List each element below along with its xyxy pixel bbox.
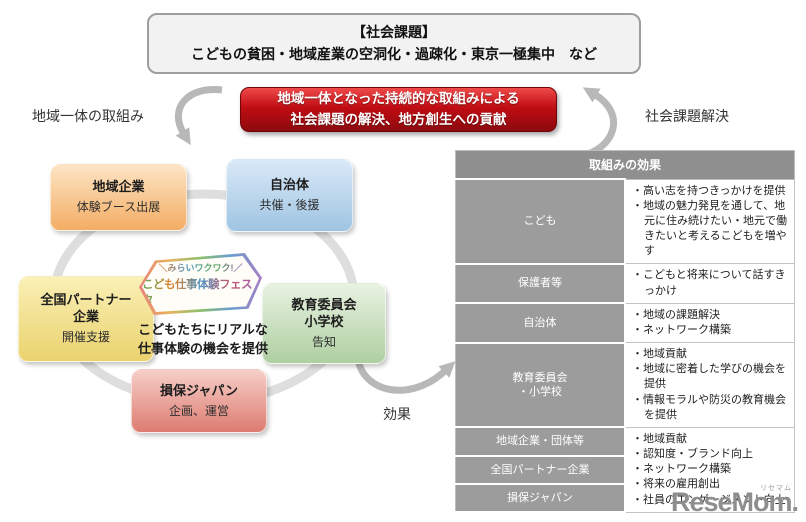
effect-item: 地域の魅力発見を通して、地元に住み続けたい・地元で働きたいと考えるこどもを増やす [632,199,788,260]
regional-initiative-label: 地域一体の取組み [32,108,144,124]
table-row: 教育委員会 ・小学校 地域貢献 地域に密着した学びの機会を提供 情報モラルや防災… [455,341,795,429]
node-role: 告知 [311,334,336,349]
table-row: 全国パートナー企業 [455,454,795,486]
effect-item: 地域貢献 [632,432,788,447]
social-issues-box: 【社会課題】 こどもの貧困・地域産業の空洞化・過疎化・東京一極集中 など [147,13,641,74]
effect-item: 将来の雇用創出 [632,477,788,492]
table-row: 地域企業・団体等 地域貢献 認知度・ブランド向上 ネットワーク構築 将来の雇用創… [455,426,795,513]
node-title: 全国パートナー 企業 [40,292,132,325]
row-label-children: こども [455,178,626,265]
festa-logo-inner: ＼みらいワクワク!／ こども仕事体験フェスタ [142,256,259,312]
node-municipality: 自治体 共催・後援 [226,159,353,232]
effect-item: 地域の課題解決 [632,308,788,323]
effect-item: 社員のエンゲージメント向上 [632,493,788,508]
node-board-of-education: 教育委員会 小学校 告知 [262,283,386,364]
table-row: こども 高い志を持つきっかけを提供 地域の魅力発見を通して、地元に住み続けたい・… [455,178,795,265]
festa-logo-tagline: ＼みらいワクワク!／ [158,262,243,273]
social-issues-body: こどもの貧困・地域産業の空洞化・過疎化・東京一極集中 など [191,45,597,62]
node-title: 地域企業 [92,179,145,195]
row-label-regional-companies: 地域企業・団体等 [455,426,626,457]
curved-arrow-down-left-icon [175,86,223,146]
effect-item: ネットワーク構築 [632,462,788,477]
goal-banner: 地域一体となった持続的な取組みによる 社会課題の解決、地方創生への貢献 [240,87,557,132]
effects-table-header: 取組みの効果 [455,150,795,180]
social-issues-title: 【社会課題】 [352,23,436,40]
node-title: 損保ジャパン [159,382,238,398]
row-label-sompo-japan: 損保ジャパン [455,482,626,514]
effect-item: ネットワーク構築 [632,323,788,338]
table-row: 保護者等 こどもと将来について話すきっかけ [455,262,795,305]
table-row: 自治体 地域の課題解決 ネットワーク構築 [455,302,795,344]
effects-table: 取組みの効果 こども 高い志を持つきっかけを提供 地域の魅力発見を通して、地元に… [455,150,795,514]
effect-item: こどもと将来について話すきっかけ [632,268,788,298]
resemom-wordmark: ReseMom. [670,487,799,517]
festa-logo-badge: ＼みらいワクワク!／ こども仕事体験フェスタ [139,253,262,315]
node-role: 企画、運営 [168,403,229,418]
node-national-partner-companies: 全国パートナー 企業 開催支援 [18,276,154,362]
row-label-national-partner: 全国パートナー企業 [455,454,626,486]
goal-banner-line1: 地域一体となった持続的な取組みによる [277,91,520,107]
effect-item: 情報モラルや防災の教育機会を提供 [632,393,788,423]
node-role: 共催・後援 [259,198,320,213]
effect-label: 効果 [383,406,411,422]
node-regional-companies: 地域企業 体験ブース出展 [50,164,187,231]
goal-banner-line2: 社会課題の解決、地方創生への貢献 [290,111,507,127]
row-label-education: 教育委員会 ・小学校 [455,341,626,429]
row-label-guardians: 保護者等 [455,262,626,305]
table-row: 損保ジャパン [455,482,795,514]
resemom-ruby: リセマム [760,485,792,492]
node-title: 自治体 [269,177,309,193]
center-caption: こどもたちにリアルな 仕事体験の機会を提供 [137,322,268,356]
effect-item: 高い志を持つきっかけを提供 [632,184,788,199]
effect-item: 認知度・ブランド向上 [632,447,788,462]
festa-logo-name: こども仕事体験フェスタ [142,276,259,308]
resemom-logo: リセマム ReseMom. [670,483,799,517]
node-role: 体験ブース出展 [76,200,161,215]
effect-item: 地域に密着した学びの機会を提供 [632,362,788,392]
curved-arrow-effect-icon [354,357,456,394]
effect-item: 地域貢献 [632,347,788,362]
node-sompo-japan: 損保ジャパン 企画、運営 [131,369,267,433]
node-role: 開催支援 [61,330,110,345]
node-title: 教育委員会 小学校 [291,296,357,329]
social-issue-solution-label: 社会課題解決 [645,108,729,124]
curved-arrow-up-right-icon [579,87,617,160]
row-label-municipality: 自治体 [455,302,626,344]
